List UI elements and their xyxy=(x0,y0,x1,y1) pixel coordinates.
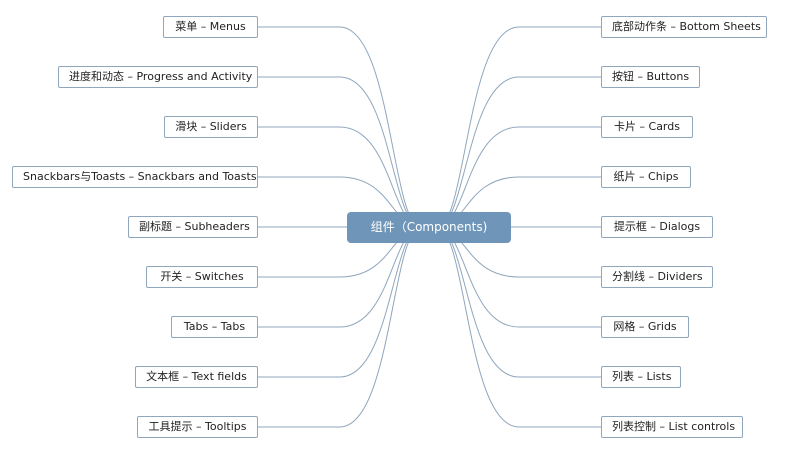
center-node-components[interactable]: 组件（Components) xyxy=(347,212,511,243)
connector-node-progress-activity xyxy=(258,76,422,228)
node-tooltips[interactable]: 工具提示 – Tooltips xyxy=(137,416,258,438)
node-text-fields[interactable]: 文本框 – Text fields xyxy=(135,366,258,388)
node-grids[interactable]: 网格 – Grids xyxy=(601,316,689,338)
node-sliders[interactable]: 滑块 – Sliders xyxy=(164,116,258,138)
node-chips[interactable]: 纸片 – Chips xyxy=(601,166,691,188)
node-dialogs[interactable]: 提示框 – Dialogs xyxy=(601,216,713,238)
node-switches[interactable]: 开关 – Switches xyxy=(146,266,258,288)
connector-node-buttons xyxy=(436,76,601,228)
node-progress-activity[interactable]: 进度和动态 – Progress and Activity xyxy=(58,66,258,88)
node-dividers[interactable]: 分割线 – Dividers xyxy=(601,266,713,288)
node-list-controls[interactable]: 列表控制 – List controls xyxy=(601,416,743,438)
connector-node-text-fields xyxy=(258,227,422,378)
node-tabs[interactable]: Tabs – Tabs xyxy=(171,316,258,338)
node-buttons[interactable]: 按钮 – Buttons xyxy=(601,66,700,88)
node-lists[interactable]: 列表 – Lists xyxy=(601,366,681,388)
node-cards[interactable]: 卡片 – Cards xyxy=(601,116,693,138)
node-snackbars-toasts[interactable]: Snackbars与Toasts – Snackbars and Toasts xyxy=(12,166,258,188)
node-subheaders[interactable]: 副标题 – Subheaders xyxy=(128,216,258,238)
connector-node-lists xyxy=(436,227,601,378)
node-bottom-sheets[interactable]: 底部动作条 – Bottom Sheets xyxy=(601,16,767,38)
node-menus[interactable]: 菜单 – Menus xyxy=(163,16,258,38)
